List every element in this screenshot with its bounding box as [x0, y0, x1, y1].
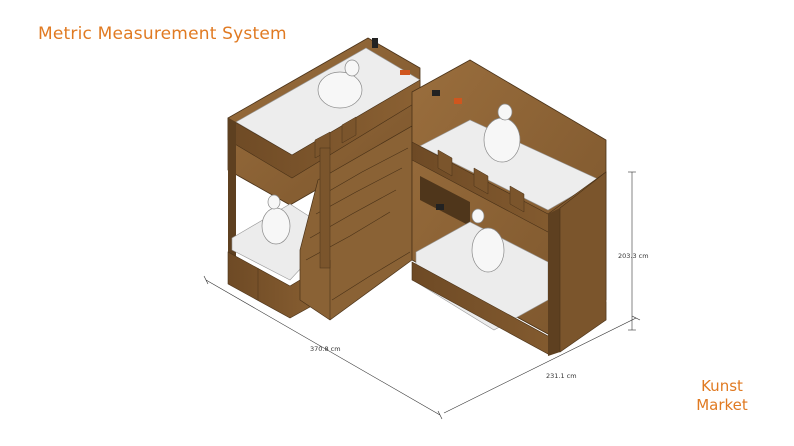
page-title: Metric Measurement System: [38, 24, 287, 44]
brand-line-2: Market: [696, 396, 748, 414]
brand-logo: Kunst Market: [682, 377, 762, 415]
width-dimension-label: 231.1 cm: [546, 372, 577, 380]
dimension-lines: [203, 171, 641, 420]
width-dimension-line: [443, 317, 637, 414]
ladder-post: [319, 147, 331, 269]
height-dimension-label: 203.3 cm: [618, 252, 649, 260]
shelf-cubby: [420, 176, 470, 226]
right-side-panel: [559, 171, 607, 353]
figure-lower-right: [471, 227, 505, 273]
figure-lower-left: [261, 207, 291, 245]
figure-upper-right: [483, 117, 521, 163]
length-dimension-line: [205, 279, 441, 416]
left-end-post: [228, 118, 236, 262]
upper-right-rail-tab: [473, 167, 489, 195]
figure-upper-left: [317, 71, 363, 109]
upper-left-rail-tab: [341, 116, 357, 144]
upper-right-rail-tab: [509, 185, 525, 213]
figures: [261, 59, 521, 273]
right-end-post: [548, 208, 560, 356]
length-dimension-label: 370.8 cm: [310, 345, 341, 353]
brand-line-1: Kunst: [701, 377, 743, 395]
upper-right-rail-tab: [437, 149, 453, 177]
shelf-items: [372, 38, 462, 210]
